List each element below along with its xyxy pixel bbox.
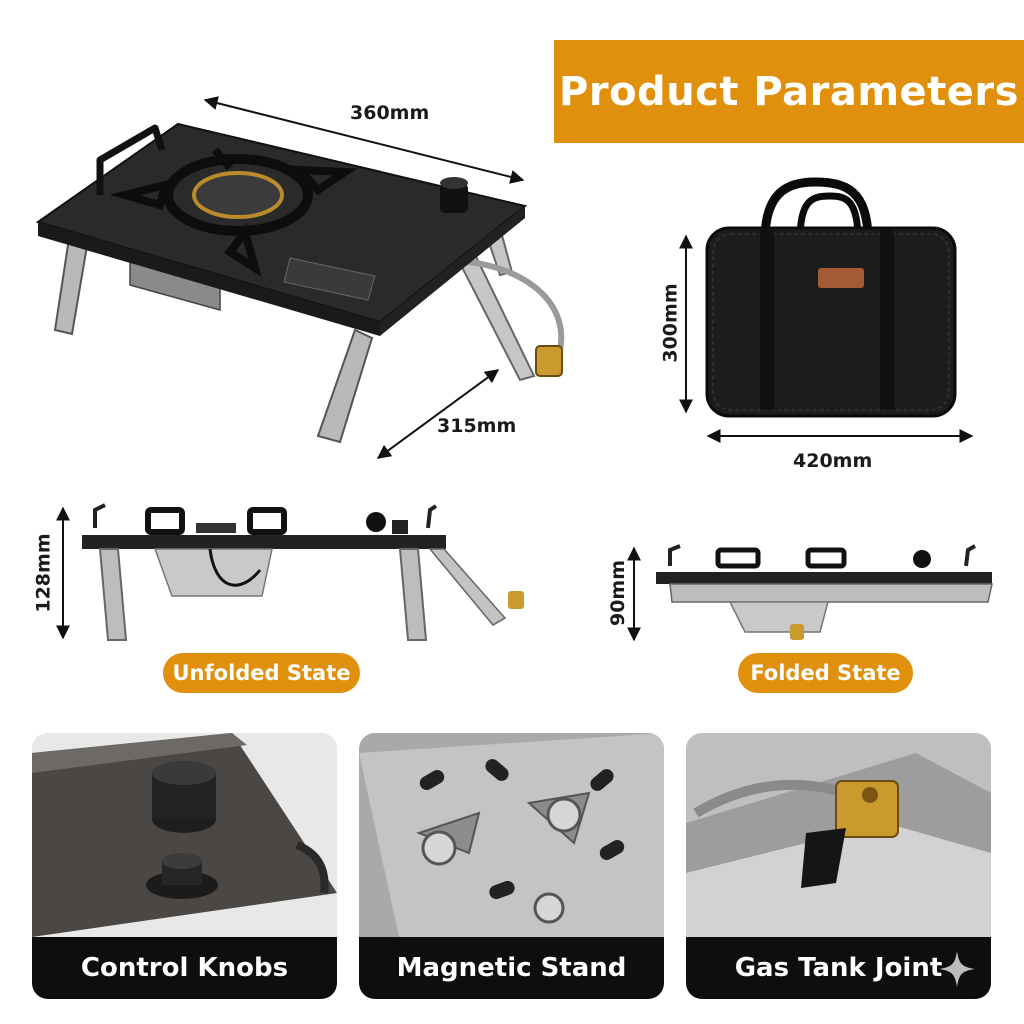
knob-photo: [32, 733, 337, 937]
unfolded-height-label: 128mm: [32, 533, 55, 613]
feature-caption: Control Knobs: [32, 937, 337, 999]
page-title: Product Parameters: [559, 68, 1019, 115]
width-dimension-label: 360mm: [350, 102, 430, 124]
feature-card-gas-tank-joint: Gas Tank Joint: [686, 733, 991, 999]
unfolded-state-badge: Unfolded State: [163, 653, 360, 693]
gas-joint-photo: [686, 733, 991, 937]
carry-bag-illustration: [679, 177, 974, 443]
folded-height-label: 90mm: [607, 559, 630, 627]
folded-side-view: [627, 544, 993, 642]
feature-caption: Gas Tank Joint: [686, 937, 991, 999]
feature-card-magnetic-stand: Magnetic Stand: [359, 733, 664, 999]
header-banner: Product Parameters: [554, 40, 1024, 143]
bag-height-label: 300mm: [659, 283, 682, 363]
feature-card-control-knobs: Control Knobs: [32, 733, 337, 999]
product-illustrations: [35, 96, 993, 642]
sparkle-icon: [939, 951, 975, 987]
bag-width-label: 420mm: [793, 450, 873, 472]
magnet-photo: [359, 733, 664, 937]
unfolded-side-view: [56, 503, 524, 641]
folded-state-badge: Folded State: [738, 653, 913, 693]
depth-dimension-label: 315mm: [437, 415, 517, 437]
stove-illustration: [35, 96, 565, 459]
feature-caption: Magnetic Stand: [359, 937, 664, 999]
